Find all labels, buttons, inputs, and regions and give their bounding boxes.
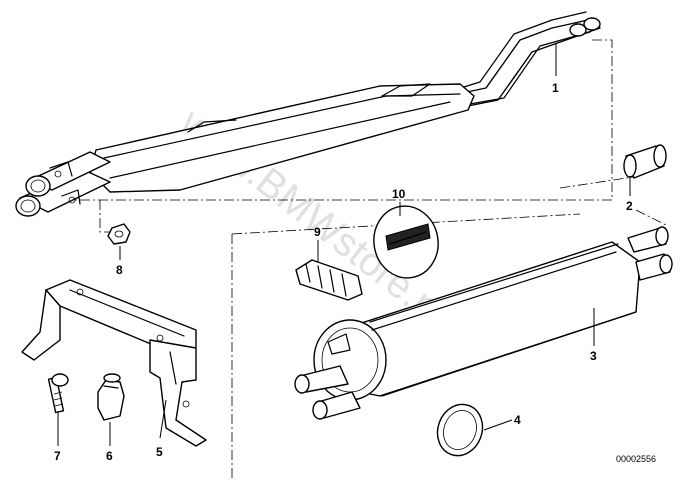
clamp-part bbox=[295, 259, 363, 301]
gasket-ring-part bbox=[436, 403, 484, 457]
pipe-sleeve-part bbox=[623, 144, 667, 179]
bolt-part bbox=[47, 373, 69, 414]
mounting-bracket-part bbox=[21, 279, 207, 447]
callout-1: 1 bbox=[552, 81, 559, 95]
callout-5: 5 bbox=[156, 445, 163, 459]
nut-part bbox=[107, 223, 131, 245]
callout-10: 10 bbox=[392, 187, 406, 201]
diagram-reference-number: 00002556 bbox=[616, 454, 656, 464]
callout-labels: 1 2 3 4 5 6 7 8 9 10 bbox=[54, 81, 633, 463]
callout-7: 7 bbox=[54, 449, 61, 463]
callout-6: 6 bbox=[106, 449, 113, 463]
callout-3: 3 bbox=[590, 349, 597, 363]
callout-8: 8 bbox=[116, 263, 123, 277]
leader-lines bbox=[57, 44, 631, 446]
callout-4: 4 bbox=[514, 413, 521, 427]
round-hanger-part bbox=[373, 205, 439, 279]
callout-9: 9 bbox=[314, 225, 321, 239]
rubber-buffer-part bbox=[97, 373, 125, 421]
front-pipe-silencer-part bbox=[15, 11, 601, 217]
rear-silencer-part bbox=[294, 226, 673, 420]
callout-2: 2 bbox=[626, 199, 633, 213]
